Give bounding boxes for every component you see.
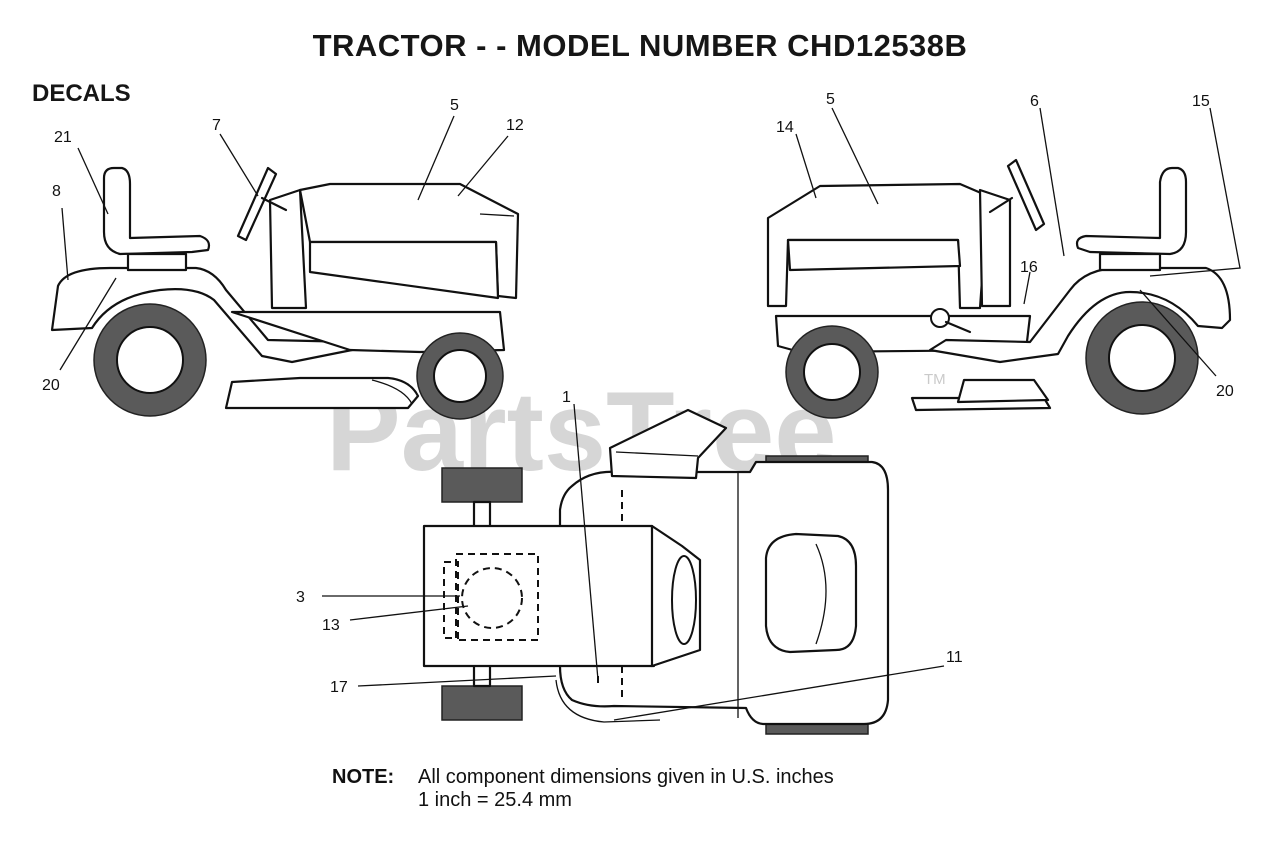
callout-1: 1 (562, 389, 571, 406)
left-steering-wheel (236, 166, 278, 242)
right-steering-wheel (1006, 158, 1046, 232)
callout-13: 13 (322, 617, 340, 634)
right-seat (1075, 166, 1188, 256)
dimension-note: NOTE: All component dimensions given in U… (332, 766, 834, 812)
top-view: 1 3 13 17 11 (296, 389, 963, 735)
top-seat (764, 532, 858, 654)
callout-20-right: 20 (1216, 383, 1234, 400)
callout-17: 17 (330, 679, 348, 696)
diagram-title: TRACTOR - - MODEL NUMBER CHD12538B (312, 28, 968, 63)
right-side-view: 14 5 6 15 16 20 (766, 91, 1241, 419)
callout-12: 12 (506, 117, 524, 134)
callout-20: 20 (42, 377, 60, 394)
callout-14: 14 (776, 119, 794, 136)
callout-11: 11 (946, 649, 963, 666)
left-frame (50, 266, 364, 364)
callout-5-right: 5 (826, 91, 835, 108)
callout-15: 15 (1192, 93, 1210, 110)
callout-21: 21 (54, 129, 72, 146)
note-label: NOTE: (332, 766, 395, 788)
left-hood-side (308, 240, 500, 300)
callout-7: 7 (212, 117, 221, 134)
left-side-view: 21 8 7 5 12 20 (42, 97, 524, 420)
callout-5: 5 (450, 97, 459, 114)
left-dash (268, 188, 308, 310)
watermark-tm: TM (924, 371, 946, 388)
note-line-1: All component dimensions given in U.S. i… (418, 766, 834, 788)
callout-16: 16 (1020, 259, 1038, 276)
right-hood-side (786, 238, 962, 272)
right-hood (766, 182, 990, 310)
top-decal-outline (455, 553, 539, 641)
top-steering-wheel (608, 408, 728, 480)
top-front-left-tire (441, 467, 523, 503)
section-label: DECALS (32, 80, 131, 107)
note-line-2: 1 inch = 25.4 mm (418, 789, 572, 811)
right-dash (978, 188, 1012, 308)
callout-8: 8 (52, 183, 61, 200)
mower-deck (224, 376, 420, 410)
callout-6: 6 (1030, 93, 1039, 110)
left-seat (102, 166, 211, 256)
callout-3: 3 (296, 589, 305, 606)
top-front-right-tire (441, 685, 523, 721)
